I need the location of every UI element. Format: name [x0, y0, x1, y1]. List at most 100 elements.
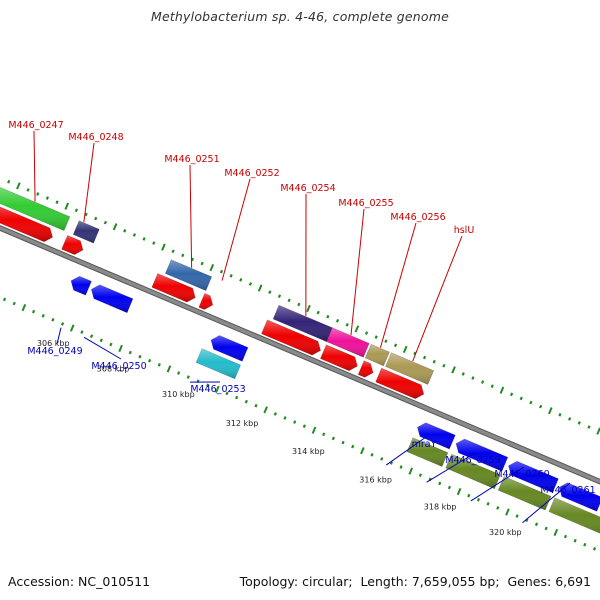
gene-block-m446-0253[interactable]	[195, 348, 241, 380]
tick-rings	[2, 179, 600, 551]
cds-forward[interactable]	[320, 344, 358, 372]
outer-ring-major-tick	[451, 366, 456, 374]
gene-label-forward[interactable]: M446_0254	[280, 183, 335, 194]
outer-ring-minor-tick	[577, 421, 581, 425]
outer-ring-minor-tick	[45, 196, 49, 200]
outer-ring-minor-tick	[181, 253, 185, 258]
gene-block-mray[interactable]	[406, 437, 449, 467]
inner-ring-major-tick	[69, 324, 75, 332]
gene-block-m446-0256[interactable]	[364, 343, 390, 367]
inner-ring-minor-tick	[380, 457, 384, 461]
cds-reverse[interactable]	[558, 482, 600, 512]
gene-label-forward[interactable]: M446_0247	[8, 120, 63, 131]
backbone-shadow	[0, 225, 600, 485]
gene-block-m446-0247[interactable]	[0, 186, 71, 231]
gene-label-reverse[interactable]: mraY	[412, 439, 437, 450]
gene-label-forward[interactable]: M446_0252	[224, 168, 279, 179]
inner-ring-minor-tick	[109, 342, 113, 347]
scale-label: 308 kbp	[97, 364, 130, 373]
cds-forward[interactable]	[151, 273, 196, 303]
gene-block-m446-0255[interactable]	[326, 327, 370, 358]
backbone-line	[0, 226, 600, 484]
scale-label: 306 kbp	[37, 339, 70, 348]
inner-ring-minor-tick	[12, 301, 16, 306]
inner-ring-minor-tick	[89, 334, 94, 339]
gene-label-forward[interactable]: M446_0251	[164, 154, 219, 165]
genes-value: 6,691	[555, 574, 591, 589]
gene-label-reverse[interactable]: M446_0249	[27, 346, 82, 357]
topology-value: circular	[302, 574, 349, 589]
outer-ring-minor-tick	[529, 400, 533, 405]
outer-ring-minor-tick	[422, 355, 427, 360]
inner-ring-major-tick	[408, 467, 414, 475]
inner-ring-minor-tick	[592, 547, 597, 551]
inner-ring-major-tick	[553, 528, 559, 537]
outer-ring-minor-tick	[123, 228, 127, 233]
gene-label-forward[interactable]: M446_0256	[390, 212, 445, 223]
outer-ring-minor-tick	[152, 241, 156, 245]
outer-ring-minor-tick	[26, 188, 30, 192]
outer-ring-minor-tick	[190, 257, 195, 262]
outer-ring-major-tick	[354, 325, 360, 333]
inner-ring-minor-tick	[351, 444, 355, 449]
length-label: Length:	[360, 574, 408, 589]
outer-ring-minor-tick	[74, 208, 78, 213]
inner-ring-major-tick	[360, 447, 365, 455]
cds-forward[interactable]	[375, 367, 425, 400]
inner-ring-minor-tick	[331, 436, 335, 441]
outer-ring-minor-tick	[364, 331, 369, 335]
outer-ring-major-tick	[548, 407, 553, 415]
inner-ring-major-tick	[311, 426, 317, 434]
outer-ring-major-tick	[306, 304, 311, 313]
cds-forward[interactable]	[0, 202, 53, 243]
gene-label-forward[interactable]: M446_0248	[68, 132, 123, 143]
cds-forward[interactable]	[357, 360, 374, 378]
outer-ring-major-tick	[64, 202, 70, 210]
outer-ring-minor-tick	[229, 273, 233, 278]
gene-label-reverse[interactable]: M446_0259	[445, 455, 500, 466]
gene-label-forward[interactable]: hslU	[454, 225, 475, 236]
cds-reverse[interactable]	[70, 275, 92, 296]
gene-block-m446-0260[interactable]	[497, 476, 552, 511]
callout-line	[83, 336, 122, 360]
outer-ring-major-tick	[16, 182, 21, 190]
gene-block-m446-0261[interactable]	[548, 497, 600, 537]
inner-ring-minor-tick	[418, 473, 423, 478]
inner-ring-major-tick	[215, 385, 220, 393]
gene-label-reverse[interactable]: M446_0250	[91, 361, 146, 372]
gene-label-reverse[interactable]: M446_0253	[190, 384, 245, 395]
inner-ring-minor-tick	[515, 514, 519, 518]
scale-label: 314 kbp	[292, 447, 325, 456]
outer-ring-minor-tick	[490, 384, 494, 388]
gene-block-m446-0248[interactable]	[72, 220, 100, 244]
gene-label-forward[interactable]: M446_0255	[338, 198, 393, 209]
outer-ring-minor-tick	[480, 380, 485, 384]
cds-reverse[interactable]	[455, 438, 509, 472]
cds-forward[interactable]	[198, 293, 214, 310]
gene-label-reverse[interactable]: M446_0261	[540, 485, 595, 496]
gene-block-m446-0251[interactable]	[164, 259, 213, 291]
outer-ring-major-tick	[161, 243, 166, 251]
gene-label-reverse[interactable]: M446_0260	[494, 469, 549, 480]
callout-line	[350, 208, 365, 336]
outer-ring-minor-tick	[568, 417, 572, 421]
cds-reverse[interactable]	[417, 422, 456, 450]
inner-ring-minor-tick	[148, 358, 152, 363]
scale-label: 310 kbp	[162, 390, 195, 399]
cds-reverse[interactable]	[90, 284, 134, 314]
cds-forward[interactable]	[61, 235, 84, 255]
gene-block-hslu[interactable]	[385, 352, 435, 385]
inner-ring-minor-tick	[235, 395, 239, 400]
cds-reverse[interactable]	[210, 335, 249, 362]
outer-ring-minor-tick	[432, 359, 436, 364]
inner-ring-minor-tick	[476, 497, 481, 502]
callout-line	[522, 482, 571, 524]
inner-ring-major-tick	[21, 303, 27, 312]
cds-forward[interactable]	[261, 319, 321, 356]
map-title: Methylobacterium sp. 4-46, complete geno…	[150, 9, 450, 24]
outer-ring-minor-tick	[442, 363, 446, 368]
outer-ring-major-tick	[499, 386, 505, 394]
inner-ring-minor-tick	[60, 322, 65, 326]
topology-info: Topology: circular; Length: 7,659,055 bp…	[239, 574, 591, 589]
